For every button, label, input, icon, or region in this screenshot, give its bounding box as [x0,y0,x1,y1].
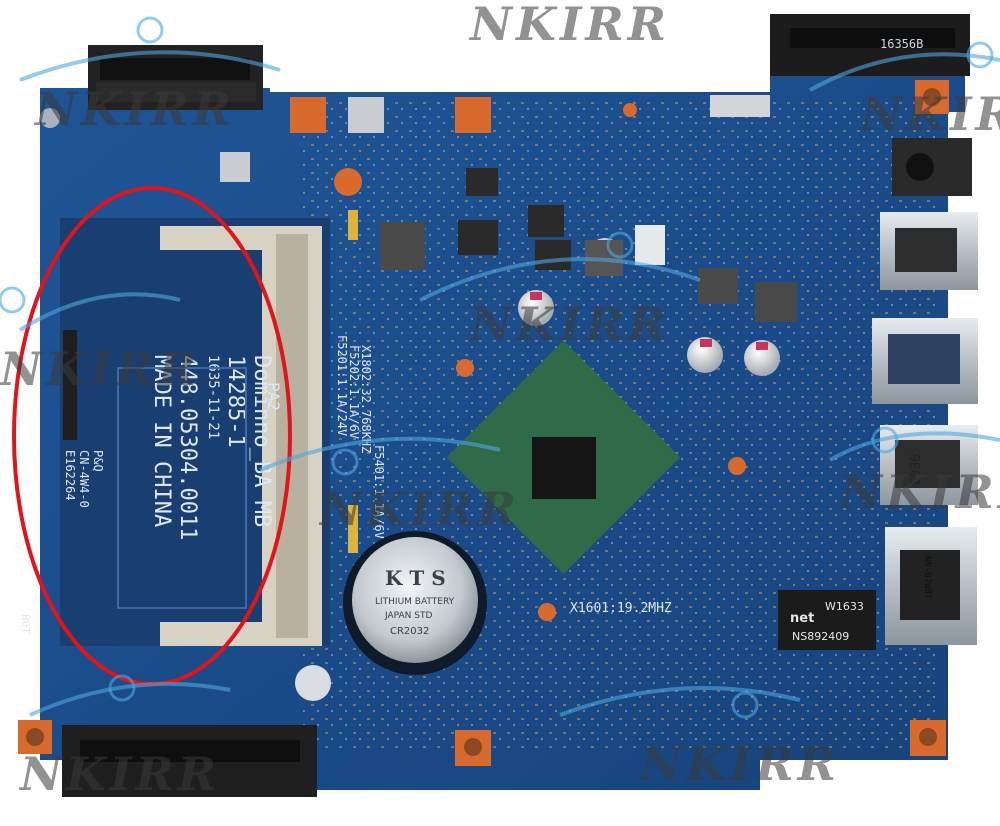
crystal-a-label: X1802:32.768KHZ [359,345,373,453]
pq-mark: P&Q [91,450,105,472]
audio-jack [892,138,972,196]
lan-chip: W1633 net NS892409 [778,590,876,650]
gold-contacts [348,210,358,553]
lan-chip-date: W1633 [825,600,864,613]
sata-connector-top-left [88,45,263,110]
watermark-text: NKIRR [468,0,670,51]
memory-slot [60,218,330,646]
sticker-frame [117,367,247,609]
fuse-a-label: F5202:1.1A/6V [347,345,361,439]
silver-pad [348,97,384,133]
ul-code: E162264 [63,450,77,501]
watermark-text: NKIRR [638,737,840,791]
coin-battery: K T S LITHIUM BATTERY JAPAN STD CR2032 [343,531,487,675]
watermark-text: NKIRR [318,482,520,536]
mounting-pads [18,80,949,766]
ethernet-port: NN-07WBT [885,527,977,645]
watermark-text: NKIRR [18,747,220,801]
watermark-arcs [18,50,1000,717]
sticker-line1: Dominno_BA MB [249,355,274,527]
battery-line2: JAPAN STD [384,611,432,621]
fuse-c-label: F5401:1.1A/6V [372,445,386,539]
watermark-text: NKIRR [468,297,670,351]
board-sticker: Dominno_BA MB 14285-1 1635-11-21 448.053… [149,355,274,540]
sticker-line4: 448.05304.0011 [175,355,200,540]
watermark-texts: NKIRR NKIRR NKIRR NKIRR NKIRR NKIRR NKIR… [0,0,1000,801]
battery-line1: LITHIUM BATTERY [375,597,455,607]
watermark-text: NKIRR [0,342,200,396]
cn-code: CN-4W4-0 [77,450,91,508]
watermark-text: NKIRR [838,465,1000,519]
watermark-text: NKIRR [33,82,235,136]
watermark-circles [0,16,994,719]
sticker-line5: MADE IN CHINA [149,355,174,527]
pa-label: PA2 [264,382,283,411]
battery-brand: K T S [385,566,446,590]
usb-label: 9E63 [906,454,921,485]
usb-port-2 [872,318,978,404]
eth-label: NN-07WBT [922,556,932,600]
sticker-line3: 1635-11-21 [205,355,221,439]
lan-chip-brand: net [790,611,814,626]
inductors [220,95,797,322]
battery-model: CR2032 [390,626,429,637]
capacitors [518,238,780,376]
crystal-b-label: X1601:19.2MHZ [570,601,672,616]
hdd-right-label: 16356B [880,37,923,51]
sata-connector-bottom-left [62,725,317,797]
watermark-text: NKIRR [858,87,1000,141]
usb-port-1 [880,212,978,290]
usb-port-3: 9E63 [880,425,978,505]
bot-label: BOT [19,614,32,634]
compliance-marks: CN-4W4-0 P&Q E162264 [63,450,105,508]
lan-chip-part: NS892409 [792,630,849,643]
mounting-holes [26,88,941,756]
fuse-b-label: F5201:1.1A/24V [335,335,349,436]
small-connector-left [63,330,77,440]
sticker-line2: 14285-1 [223,355,248,448]
